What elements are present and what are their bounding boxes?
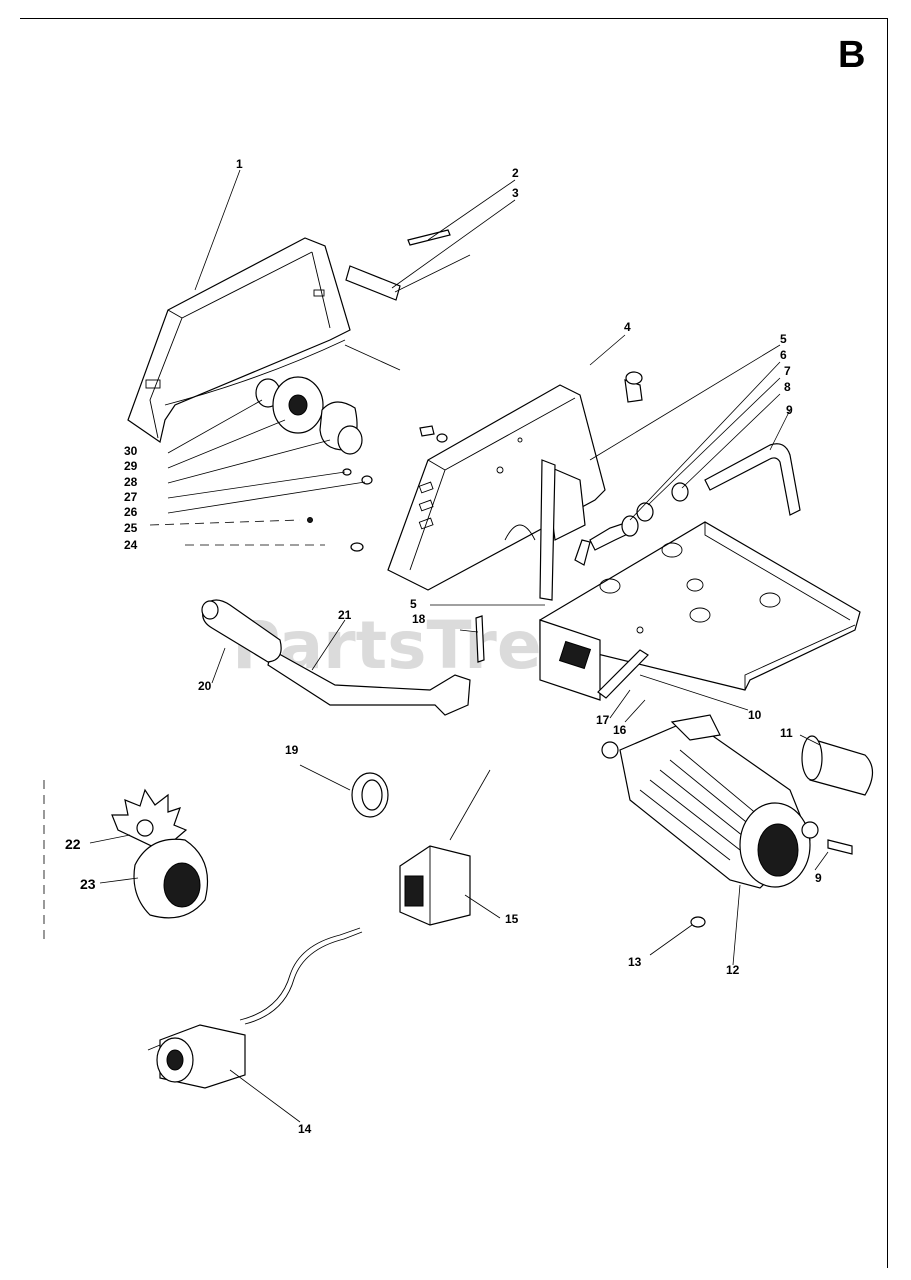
- leader-25: [149, 519, 301, 526]
- nut: [690, 916, 706, 928]
- switch-box: [539, 459, 649, 701]
- callout-25: 25: [124, 521, 138, 535]
- callout-30: 30: [124, 444, 138, 458]
- callout-24: 24: [124, 538, 138, 552]
- fan-and-cover: [111, 788, 209, 919]
- callout-29: 29: [124, 459, 138, 473]
- callout-14: 14: [298, 1122, 312, 1136]
- callout-28: 28: [124, 475, 138, 489]
- callout-3: 3: [512, 186, 519, 200]
- callout-9: 9: [786, 403, 793, 417]
- callout-15: 15: [505, 912, 519, 926]
- small-hardware: [307, 371, 643, 552]
- spare-pin: [827, 839, 853, 855]
- callout-27: 27: [124, 490, 138, 504]
- callout-22: 22: [65, 836, 81, 852]
- callout-5-secondary: 5: [410, 597, 417, 611]
- callout-7: 7: [784, 364, 791, 378]
- callout-10: 10: [748, 708, 762, 722]
- callout-18: 18: [412, 612, 426, 626]
- handle-tube: [201, 599, 485, 716]
- callout-9-secondary: 9: [815, 871, 822, 885]
- clamp-ring: [351, 772, 389, 818]
- callout-16: 16: [613, 723, 627, 737]
- frame-top-rule: [20, 18, 888, 19]
- callout-26: 26: [124, 505, 138, 519]
- blade-guard: [127, 237, 401, 443]
- callout-19: 19: [285, 743, 299, 757]
- section-letter: B: [838, 34, 866, 76]
- callout-4: 4: [624, 320, 631, 334]
- callout-21: 21: [338, 608, 352, 622]
- relay-box: [399, 769, 491, 926]
- handle-bar: [704, 443, 801, 516]
- capacitor: [801, 735, 874, 796]
- callout-20: 20: [198, 679, 212, 693]
- callout-23: 23: [80, 876, 96, 892]
- frame-right-rule: [887, 18, 888, 1268]
- callout-1: 1: [236, 157, 243, 171]
- plug-cable: [147, 927, 363, 1089]
- leader-lines: [89, 169, 829, 1123]
- motor: [601, 714, 819, 889]
- frame-plate: [387, 384, 606, 591]
- callout-2: 2: [512, 166, 519, 180]
- blade-flanges: [255, 376, 363, 455]
- shaft-components: [574, 482, 689, 566]
- callout-8: 8: [784, 380, 791, 394]
- callout-labels: 1 2 3 4 5 6 7 8 9 10 11 12 13 14 15 16 1…: [65, 157, 822, 1136]
- callout-11: 11: [780, 726, 793, 740]
- callout-17: 17: [596, 713, 610, 727]
- bolt-and-plate: [345, 229, 471, 301]
- callout-13: 13: [628, 955, 642, 969]
- callout-12: 12: [726, 963, 740, 977]
- callout-6: 6: [780, 348, 787, 362]
- callout-5: 5: [780, 332, 787, 346]
